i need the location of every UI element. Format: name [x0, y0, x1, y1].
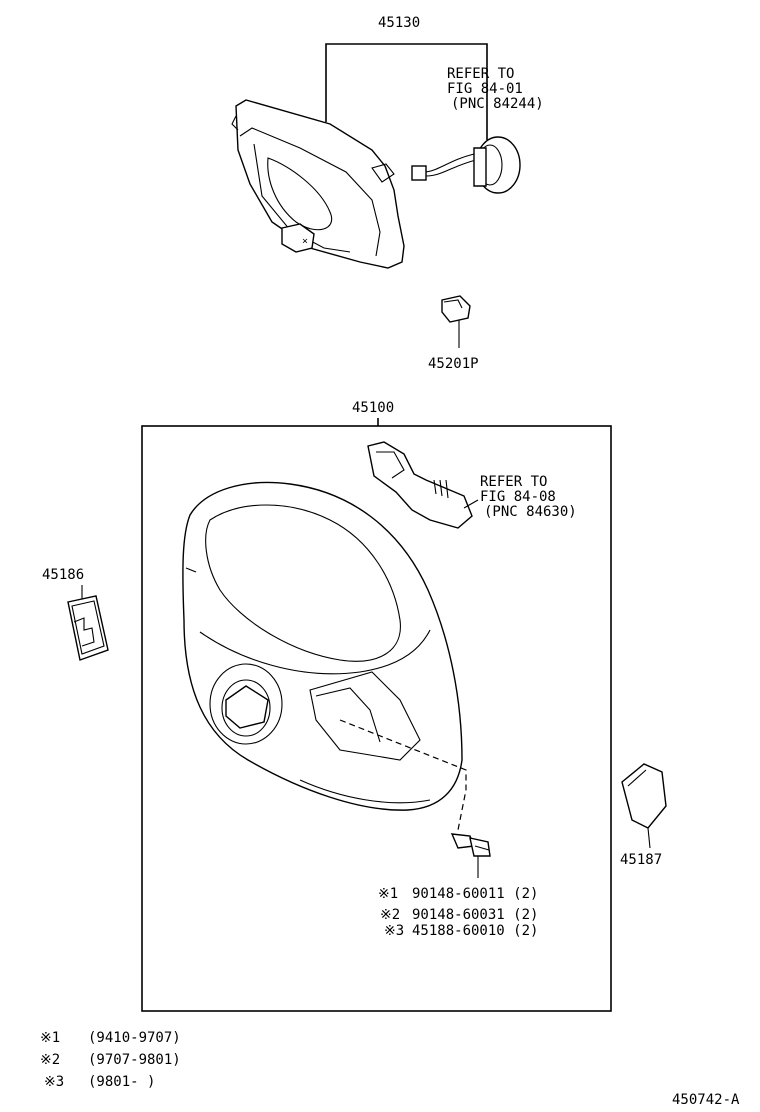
bolt-part-list: ※1 90148-60011 (2) ※2 90148-60031 (2) ※3… — [378, 886, 538, 939]
spiral-cable — [411, 136, 521, 194]
svg-text:×: × — [302, 236, 308, 247]
legend-range-2: (9707-9801) — [88, 1052, 181, 1068]
bolt-part-mark-3: ※3 — [384, 923, 404, 939]
steering-wheel — [182, 481, 463, 811]
leader-45130 — [325, 43, 488, 140]
part-number-45186: 45186 — [42, 567, 84, 583]
refer-note-1-line1: REFER TO — [447, 66, 514, 82]
bolt-part-number-3: 45188-60010 (2) — [412, 923, 538, 939]
airbag-pad-assembly: × — [231, 99, 405, 269]
legend-range-1: (9410-9707) — [88, 1030, 181, 1046]
part-number-45187: 45187 — [620, 852, 662, 868]
legend-mark-3: ※3 — [44, 1074, 64, 1090]
legend: ※1 (9410-9707) ※2 (9707-9801) ※3 (9801- … — [40, 1030, 181, 1090]
part-number-45130: 45130 — [378, 15, 420, 31]
emblem-45186 — [67, 595, 109, 661]
steering-switch — [367, 441, 479, 529]
bolt-part-mark-2: ※2 — [380, 907, 400, 923]
refer-note-2-line2: FIG 84-08 — [480, 489, 556, 505]
refer-note-1-line2: FIG 84-01 — [447, 81, 523, 97]
cover-45187 — [621, 763, 667, 849]
nut-45201p — [441, 295, 471, 348]
dashed-leader — [339, 719, 467, 831]
part-number-45100: 45100 — [352, 400, 394, 416]
part-number-45201p: 45201P — [428, 356, 479, 372]
bolt — [450, 833, 491, 878]
bolt-part-number-1: 90148-60011 (2) — [412, 886, 538, 902]
legend-range-3: (9801- ) — [88, 1074, 155, 1090]
steering-wheel-box — [141, 425, 612, 1012]
figure-id: 450742-A — [672, 1092, 740, 1108]
bolt-part-number-2: 90148-60031 (2) — [412, 907, 538, 923]
legend-mark-2: ※2 — [40, 1052, 60, 1068]
legend-mark-1: ※1 — [40, 1030, 60, 1046]
refer-note-1-line3: (PNC 84244) — [451, 96, 544, 112]
bolt-part-mark-1: ※1 — [378, 886, 398, 902]
refer-note-2-line1: REFER TO — [480, 474, 547, 490]
refer-note-2-line3: (PNC 84630) — [484, 504, 577, 520]
